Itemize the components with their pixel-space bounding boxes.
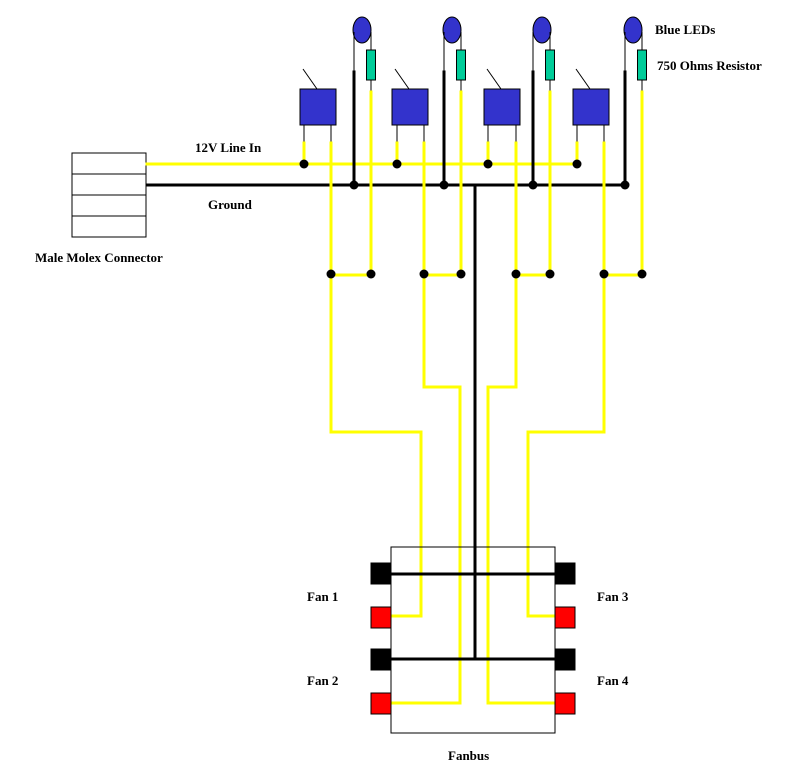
pot-knob [575,68,591,90]
fanbus-body [390,546,556,734]
fan2-label: Fan 2 [307,673,338,688]
fanbus-label: Fanbus [448,748,489,763]
potentiometer [483,88,521,126]
junction-dot-led [545,269,555,279]
fan4-ground-pin [554,648,576,671]
pot-knob [394,68,410,90]
junction-dot-pot [326,269,336,279]
junction-dot-ground [620,180,630,190]
12v-line-label: 12V Line In [195,140,262,155]
pot-knob [302,68,318,90]
leds-label: Blue LEDs [655,22,715,37]
channel-2 [391,16,466,277]
fanbus [370,546,576,734]
junction-dot-12v [483,159,493,169]
fan3-power-pin [554,606,576,629]
fan4-label: Fan 4 [597,673,629,688]
junction-dot-12v [299,159,309,169]
resistor [545,49,555,81]
potentiometer [572,88,610,126]
junction-dot-12v [392,159,402,169]
junction-dot-pot [599,269,609,279]
junction-dot-pot [419,269,429,279]
fan4-power-pin [554,692,576,715]
channel-1 [299,16,376,277]
junction-dot-ground [528,180,538,190]
resistor [366,49,376,81]
fan4-power-wire [486,272,557,705]
channels [299,16,647,277]
fan2-power-pin [370,692,392,715]
junction-dot-led [456,269,466,279]
fan1-label: Fan 1 [307,589,338,604]
fan2-power-wire [389,272,462,705]
blue-led [623,16,643,44]
fan1-ground-pin [370,562,392,585]
pot-knob [486,68,502,90]
fan3-ground-pin [554,562,576,585]
fan2-ground-pin [370,648,392,671]
blue-led [442,16,462,44]
channel-4 [572,16,647,277]
blue-led [352,16,372,44]
fan3-label: Fan 3 [597,589,629,604]
resistor [637,49,647,81]
junction-dot-pot [511,269,521,279]
ground-label: Ground [208,197,253,212]
molex-label: Male Molex Connector [35,250,163,265]
junction-dot-ground [349,180,359,190]
potentiometer [391,88,429,126]
junction-dots [299,159,647,279]
fan3-power-wire [526,272,606,618]
junction-dot-12v [572,159,582,169]
fan1-power-pin [370,606,392,629]
blue-led [532,16,552,44]
junction-dot-led [637,269,647,279]
channel-3 [483,16,555,277]
resistor [456,49,466,81]
resistor-label: 750 Ohms Resistor [657,58,762,73]
junction-dot-ground [439,180,449,190]
fan1-power-wire [329,272,423,618]
molex-connector [71,152,147,238]
potentiometer [299,88,337,126]
junction-dot-led [366,269,376,279]
